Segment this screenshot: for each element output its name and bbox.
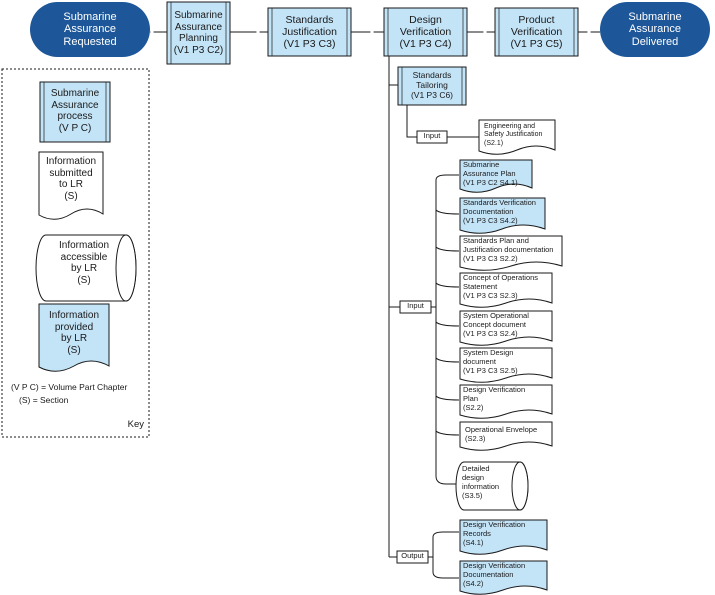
input-doc-6: System Design document (V1 P3 C3 S2.5) (463, 348, 518, 375)
output-doc-1: Design Verification Records (S4.1) (463, 520, 526, 547)
end-terminator (600, 2, 710, 57)
justification-label: Standards Justification (V1 P3 C3) (282, 13, 337, 51)
tailoring-box (397, 66, 467, 106)
output-label: Output (401, 551, 424, 560)
input-doc-5: System Operational Concept document (V1 … (463, 311, 529, 338)
tailoring-input-label: Input (423, 131, 441, 140)
justification-box (267, 7, 352, 57)
input-doc-shape-3 (459, 235, 563, 271)
output-doc-shape-2 (459, 560, 548, 595)
key-process-label: Submarine Assurance process (V P C) (50, 88, 100, 134)
key-title: Key (127, 419, 144, 430)
input-doc-shape-7 (459, 384, 553, 419)
legend-s: (S) = Section (19, 395, 69, 405)
input-doc-shape-5 (459, 310, 553, 346)
engineering-doc-shape (478, 119, 556, 155)
key-submitted-label: Information submitted to LR (S) (45, 156, 97, 202)
input-doc-8: Operational Envelope (S2.3) (465, 425, 538, 443)
tailoring-connector (406, 105, 417, 138)
legend-vpc: (V P C) = Volume Part Chapter (11, 382, 128, 392)
start-terminator-label: Submarine Assurance Requested (63, 10, 117, 48)
input-doc-shape-6 (459, 347, 553, 383)
input-label: Input (407, 301, 424, 310)
input-doc-shape-1 (459, 159, 533, 193)
planning-label: Submarine Assurance Planning (V1 P3 C2) (173, 10, 224, 56)
detailed-design-label: Detailed design information (S3.5) (462, 464, 500, 500)
input-doc-1: Submarine Assurance Plan (V1 P3 C2 S4.1) (463, 160, 518, 187)
output-brace (428, 531, 459, 579)
output-doc-2: Design Verification Documentation (S4.2) (463, 561, 526, 588)
key-submitted-shape (38, 151, 104, 220)
output-doc-shape-1 (459, 519, 548, 555)
input-brace-ticks (435, 209, 460, 436)
tailoring-label: Standards Tailoring (V1 P3 C6) (410, 70, 454, 100)
key-accessible-label: Information accessible by LR (S) (58, 240, 110, 286)
input-doc-2: Standards Verification Documentation (V1… (463, 198, 536, 225)
product-label: Product Verification (V1 P3 C5) (510, 13, 563, 51)
design-label: Design Verification (V1 P3 C4) (399, 13, 452, 51)
end-terminator-label: Submarine Assurance Delivered (628, 10, 682, 48)
key-provided-label: Information provided by LR (S) (48, 310, 100, 356)
input-doc-4: Concept of Operations Statement (V1 P3 C… (463, 273, 539, 300)
product-box (494, 7, 579, 57)
design-box (383, 7, 468, 57)
key-process-shape (39, 81, 111, 143)
connector-dots (150, 30, 591, 34)
engineering-doc-label: Engineering and Safety Justification (S2… (484, 123, 543, 147)
input-doc-3: Standards Plan and Justification documen… (463, 236, 554, 263)
input-doc-shape-4 (459, 272, 553, 308)
input-doc-shape-2 (459, 197, 546, 234)
key-accessible-shape (35, 234, 137, 302)
detailed-design-cylinder (455, 461, 529, 511)
start-terminator (30, 2, 150, 57)
key-provided-shape (38, 303, 110, 372)
input-doc-shape-8 (459, 421, 553, 451)
planning-box (166, 1, 231, 65)
input-doc-7: Design Verification Plan (S2.2) (463, 385, 526, 412)
input-brace (431, 174, 459, 485)
